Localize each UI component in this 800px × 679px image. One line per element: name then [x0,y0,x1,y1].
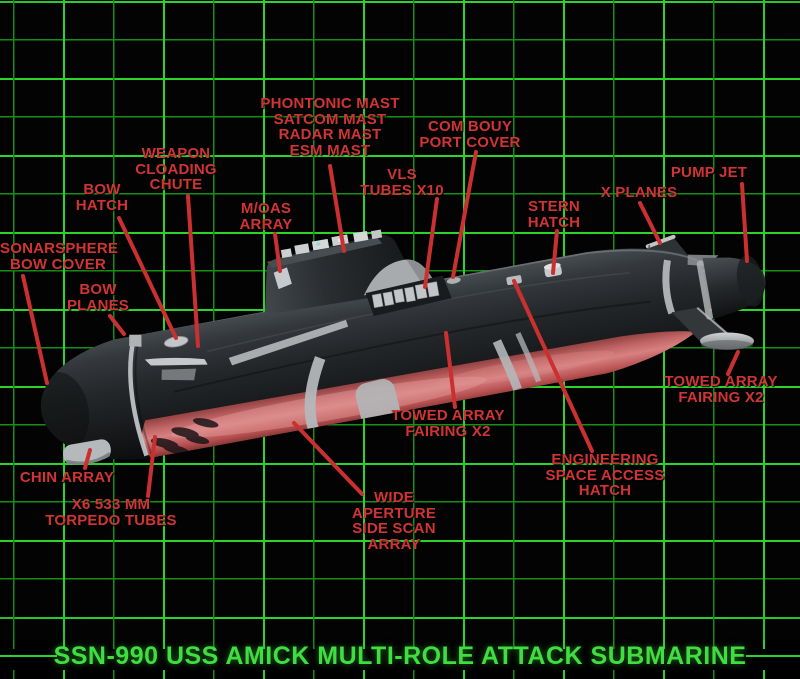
com-bouy-port [446,277,461,284]
hull-fairing-bands [304,259,676,431]
label-sonarsphere-bow-cover: SONARSPHERE BOW COVER [0,240,119,273]
leader-pump-jet [740,182,749,263]
leader-mast-cluster [328,164,346,253]
leader-bow-planes [108,314,126,336]
leader-vls-tubes [423,197,439,289]
leader-chin-array [83,448,92,470]
grid-ticks-bottom [0,670,800,679]
pump-jet-shroud [687,254,766,320]
title-band [0,640,800,679]
torpedo-tube-shutters [150,418,219,455]
label-pump-jet: PUMP JET [670,164,748,181]
title-rule-right [746,655,800,657]
m-oas-array-panel [273,267,292,290]
hull-body [40,248,712,460]
label-weapon-cloading-chute: WEAPON CLOADING CHUTE [135,145,217,193]
label-bow-hatch: BOW HATCH [75,181,129,214]
hull-red-belly [142,331,705,458]
leader-towed-array-stern [726,350,740,376]
label-torpedo-tubes: X6 533 MM TORPEDO TUBES [45,496,177,529]
leader-com-bouy-port-cover [451,150,478,279]
leader-torpedo-tubes [146,435,157,498]
leader-engineering-hatch [512,279,594,453]
leader-m-oas-array [273,232,282,273]
sonarsphere-seam [128,337,149,457]
leader-sonarsphere-bow-cover [21,274,49,385]
vls-tube-hatches [365,275,452,317]
label-mast-cluster: PHONTONIC MAST SATCOM MAST RADAR MAST ES… [260,95,400,159]
leader-lines [21,150,749,498]
grid-ticks-top [0,640,800,649]
chin-array-pod [62,439,111,465]
label-wide-aperture-side-scan-array: WIDE APERTURE SIDE SCAN ARRAY [351,489,437,553]
leader-weapon-cloading-chute [186,194,200,348]
label-vls-tubes: VLS TUBES X10 [360,166,444,199]
label-engineering-space-access-hatch: ENGINEERING SPACE ACCESS HATCH [545,451,665,499]
title-rule-left [0,655,57,657]
leader-stern-hatch [551,229,559,275]
towed-array-pod [700,332,754,350]
diagram-title: SSN-990 USS AMICK MULTI-ROLE ATTACK SUBM… [53,642,747,670]
deck-strip [228,319,349,366]
label-com-bouy-port-cover: COM BOUY PORT COVER [419,118,521,151]
label-towed-array-fairing-mid: TOWED ARRAY FAIRING X2 [391,407,505,440]
label-bow-planes: BOW PLANES [66,281,130,314]
label-chin-array: CHIN ARRAY [19,469,115,486]
bow-plane [129,334,208,381]
label-stern-hatch: STERN HATCH [527,198,581,231]
label-towed-array-fairing-stern: TOWED ARRAY FAIRING X2 [664,373,778,406]
label-x-planes: X PLANES [600,184,678,201]
submarine-hull-group [34,229,766,465]
leader-bow-hatch [117,216,178,340]
label-m-oas-array: M/OAS ARRAY [239,200,293,233]
leader-towed-array-mid [444,331,457,409]
leader-x-planes [638,201,662,245]
leader-wide-aperture-array [292,421,364,496]
